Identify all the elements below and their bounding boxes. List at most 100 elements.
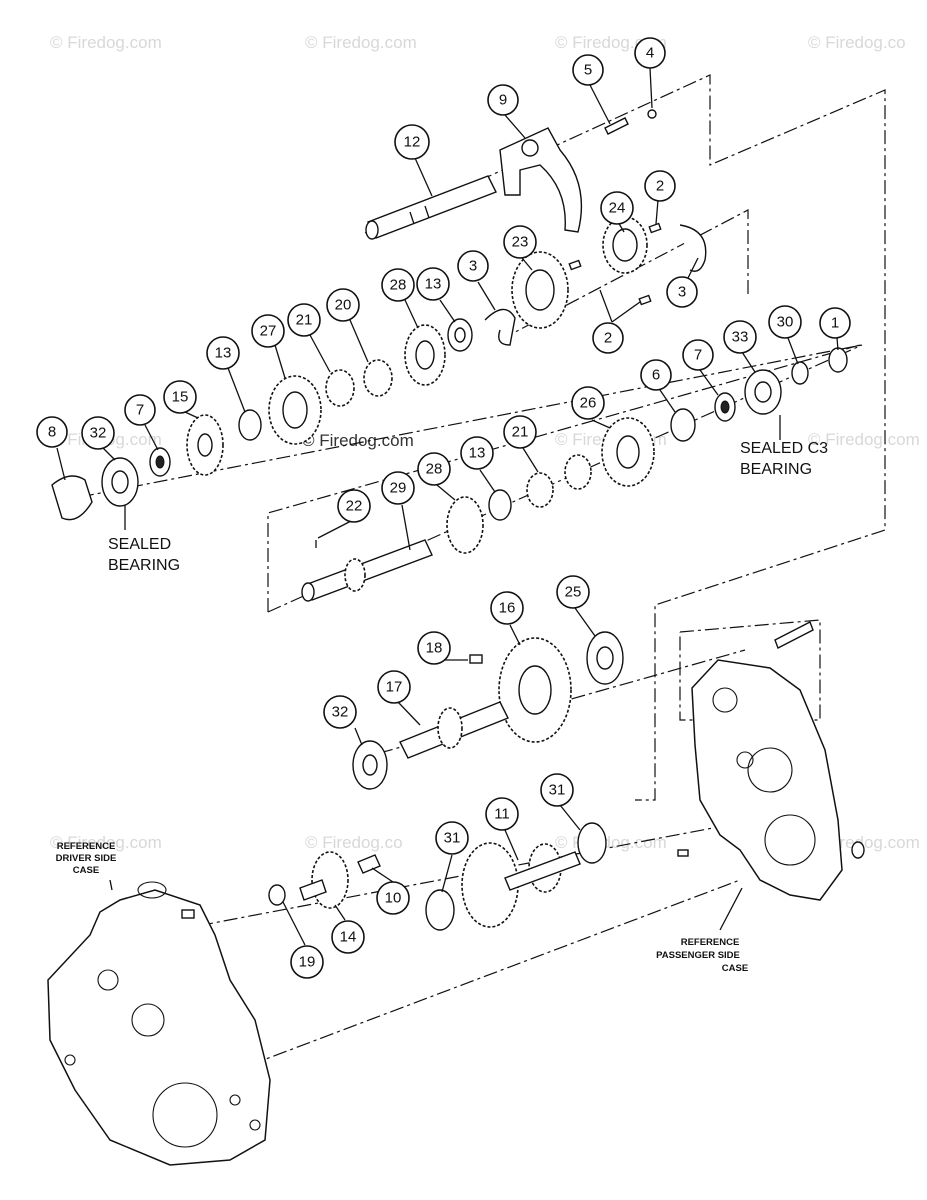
callout-17: 17 xyxy=(377,670,411,704)
callout-number: 28 xyxy=(390,277,407,294)
gear-27-part xyxy=(268,375,322,445)
callout-number: 5 xyxy=(584,62,592,79)
passenger-side-case xyxy=(677,659,865,901)
gear-28-part xyxy=(404,324,446,386)
callout-number: 16 xyxy=(499,600,516,617)
sealed-c3-label-line2: BEARING xyxy=(740,461,812,478)
callout-24: 24 xyxy=(600,191,634,225)
callout-28: 28 xyxy=(381,268,415,302)
parts-layer xyxy=(51,109,848,931)
callout-number: 7 xyxy=(136,402,144,419)
callout-12: 12 xyxy=(394,124,430,160)
callout-8: 8 xyxy=(36,416,68,448)
sealed-label-line1: SEALED xyxy=(108,536,171,553)
callout-13: 13 xyxy=(206,336,240,370)
shift-rail-part xyxy=(365,175,497,240)
callout-number: 9 xyxy=(499,92,507,109)
callout-number: 3 xyxy=(469,258,477,275)
callout-number: 21 xyxy=(512,424,529,441)
callout-number: 4 xyxy=(646,45,654,62)
ref-passenger-label-line3: CASE xyxy=(722,963,748,974)
callout-10: 10 xyxy=(376,881,410,915)
callout-number: 2 xyxy=(656,178,664,195)
needle-bearing-24-part xyxy=(602,216,648,274)
ref-passenger-label-line2: PASSENGER SIDE xyxy=(656,950,740,961)
callout-21: 21 xyxy=(287,303,321,337)
callout-30: 30 xyxy=(768,305,802,339)
callout-21: 21 xyxy=(503,415,537,449)
center-watermark: © Firedog.com xyxy=(302,431,414,450)
callout-number: 14 xyxy=(340,929,357,946)
callout-number: 32 xyxy=(90,425,107,442)
ref-driver-label-line1: REFERENCE xyxy=(57,841,116,852)
callout-number: 20 xyxy=(335,297,352,314)
gear-26-part xyxy=(601,417,655,487)
watermark: © Firedog.com xyxy=(50,833,162,852)
callout-number: 31 xyxy=(549,782,566,799)
watermark: © Firedog.com xyxy=(305,33,417,52)
leader-lines xyxy=(56,67,839,946)
gear-shaft-11-part xyxy=(461,842,581,928)
watermark: © Firedog.com xyxy=(808,430,920,449)
gear-16-part xyxy=(498,637,572,743)
callout-number: 32 xyxy=(332,704,349,721)
sprocket-15-part xyxy=(186,414,224,476)
callout-20: 20 xyxy=(326,288,360,322)
callout-18: 18 xyxy=(417,631,451,665)
callout-28: 28 xyxy=(417,452,451,486)
callout-number: 15 xyxy=(172,389,189,406)
callout-number: 23 xyxy=(512,234,529,251)
callout-number: 21 xyxy=(296,312,313,329)
callout-23: 23 xyxy=(503,225,537,259)
callout-19: 19 xyxy=(290,945,324,979)
callout-number: 22 xyxy=(346,498,363,515)
callout-9: 9 xyxy=(487,84,519,116)
gear-14-part xyxy=(299,851,349,909)
callout-31: 31 xyxy=(435,821,469,855)
callout-4: 4 xyxy=(634,37,666,69)
callout-number: 18 xyxy=(426,640,443,657)
shift-fork-part xyxy=(499,127,583,233)
callout-number: 7 xyxy=(694,347,702,364)
ref-driver-label-line2: DRIVER SIDE xyxy=(56,853,117,864)
driver-side-case xyxy=(47,881,271,1166)
callout-number: 30 xyxy=(777,314,794,331)
callout-number: 26 xyxy=(580,395,597,412)
callout-number: 24 xyxy=(609,200,626,217)
callout-16: 16 xyxy=(490,591,524,625)
callout-number: 17 xyxy=(386,679,403,696)
callout-13: 13 xyxy=(416,267,450,301)
callout-number: 29 xyxy=(390,480,407,497)
callout-number: 13 xyxy=(425,276,442,293)
callout-number: 33 xyxy=(732,329,749,346)
callout-14: 14 xyxy=(331,920,365,954)
watermark: © Firedog.co xyxy=(808,33,906,52)
output-shaft-29-part xyxy=(301,539,433,602)
callout-3: 3 xyxy=(457,250,489,282)
callout-number: 8 xyxy=(48,424,56,441)
callout-5: 5 xyxy=(572,54,604,86)
text-labels: SEALED C3 BEARING SEALED BEARING REFEREN… xyxy=(56,440,829,974)
sealed-c3-label-line1: SEALED C3 xyxy=(740,440,828,457)
callout-2: 2 xyxy=(592,322,624,354)
callout-number: 10 xyxy=(385,890,402,907)
callout-number: 31 xyxy=(444,830,461,847)
callout-6: 6 xyxy=(640,359,672,391)
callout-29: 29 xyxy=(381,471,415,505)
callout-15: 15 xyxy=(163,380,197,414)
callout-number: 3 xyxy=(678,284,686,301)
callout-31: 31 xyxy=(540,773,574,807)
callout-number: 6 xyxy=(652,367,660,384)
callout-25: 25 xyxy=(556,575,590,609)
callout-1: 1 xyxy=(819,307,851,339)
callout-13: 13 xyxy=(460,436,494,470)
callout-26: 26 xyxy=(571,386,605,420)
countershaft-17-part xyxy=(399,701,509,759)
callout-number: 28 xyxy=(426,461,443,478)
callout-27: 27 xyxy=(251,314,285,348)
callout-2: 2 xyxy=(644,170,676,202)
callout-32: 32 xyxy=(323,695,357,729)
callout-number: 19 xyxy=(299,954,316,971)
watermark-layer: © Firedog.com © Firedog.com © Firedog.co… xyxy=(50,33,920,852)
